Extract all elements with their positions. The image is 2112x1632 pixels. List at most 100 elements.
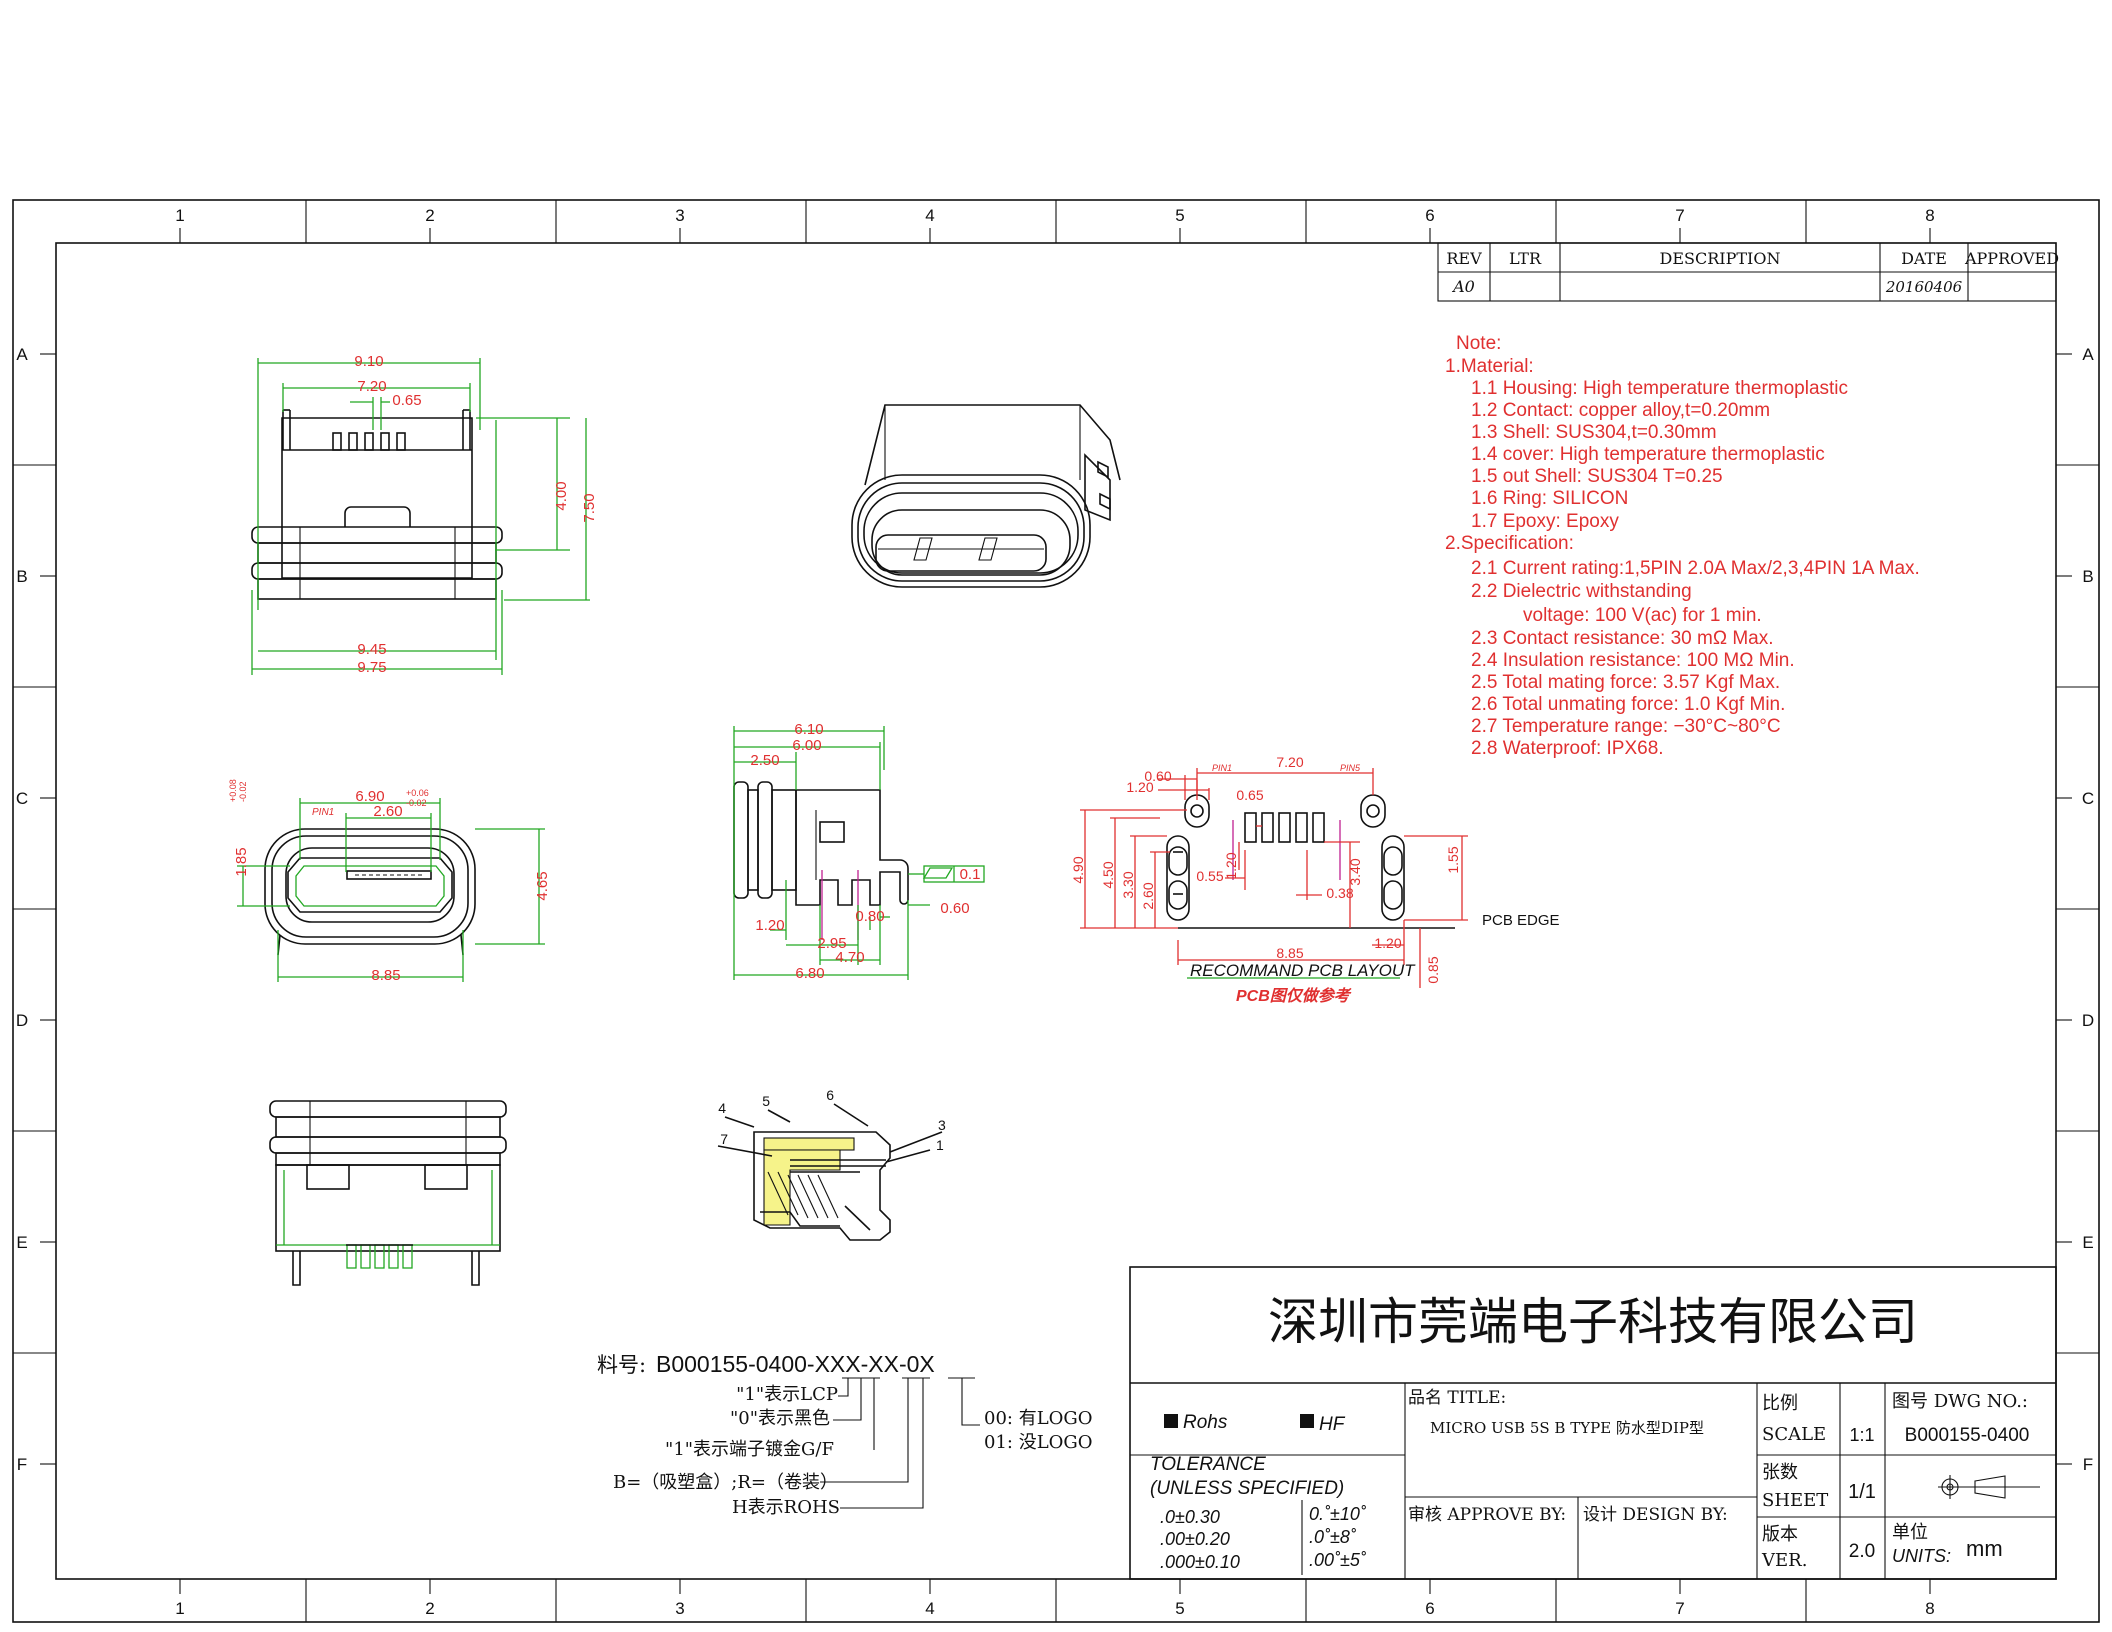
logo-01-note: 01: 没LOGO: [984, 1432, 1093, 1453]
col-label: 4: [925, 206, 934, 225]
row-label: E: [16, 1233, 27, 1252]
company-name: 深圳市莞端电子科技有限公司: [1268, 1293, 1918, 1351]
note-line: 2.1 Current rating:1,5PIN 2.0A Max/2,3,4…: [1471, 558, 1920, 579]
dim-label: 1.20: [1223, 852, 1239, 879]
dim-label: 6.00: [792, 737, 821, 754]
col-label: 3: [675, 206, 684, 225]
pack-note: B=（吸塑盒）;R=（卷装）: [613, 1472, 838, 1493]
dim-label: 0.65: [392, 392, 421, 409]
note-line: 2.5 Total mating force: 3.57 Kgf Max.: [1471, 672, 1780, 693]
dim-label: 0.38: [1326, 885, 1353, 901]
dwg-no-label: 图号 DWG NO.:: [1892, 1391, 2028, 1412]
part-number-prefix: 料号:: [597, 1353, 646, 1377]
row-label: A: [16, 345, 28, 364]
hf-checkbox: [1300, 1414, 1314, 1428]
description-header: DESCRIPTION: [1660, 249, 1781, 268]
black-note: "0"表示黑色: [730, 1408, 830, 1429]
note-line: 2.4 Insulation resistance: 100 MΩ Min.: [1471, 650, 1795, 671]
dim-label: 7.20: [1276, 754, 1303, 770]
note-line: 2.8 Waterproof: IPX68.: [1471, 738, 1664, 759]
projection-symbol-icon: [1938, 1475, 2040, 1499]
dwg-no-value: B000155-0400: [1905, 1425, 2030, 1446]
sheet-label: SHEET: [1762, 1490, 1828, 1511]
section-view: 4 5 6 7 3 1: [717, 1087, 946, 1241]
pcb-layout-note: PCB图仅做参考: [1236, 987, 1352, 1005]
dim-label: 2.50: [750, 752, 779, 769]
angle-tolerance-1: 0.˚±10˚: [1309, 1504, 1367, 1524]
scale-label: SCALE: [1762, 1424, 1826, 1445]
col-label: 5: [1175, 1599, 1184, 1618]
lcp-note: "1"表示LCP: [736, 1384, 838, 1405]
rev-value: A0: [1451, 277, 1475, 296]
note-line: 2.3 Contact resistance: 30 mΩ Max.: [1471, 628, 1774, 649]
pin5-label: PIN5: [1340, 763, 1361, 773]
row-label: D: [16, 1011, 28, 1030]
date-value: 20160406: [1885, 278, 1963, 296]
col-label: 6: [1425, 206, 1434, 225]
flatness-value: 0.1: [960, 866, 981, 883]
note-line: 1.2 Contact: copper alloy,t=0.20mm: [1471, 400, 1770, 421]
tol-upper: +0.06: [406, 788, 429, 798]
notes-block: Note: 1.Material: 1.1 Housing: High temp…: [1445, 333, 1920, 759]
note-line: 1.7 Epoxy: Epoxy: [1471, 511, 1619, 532]
tolerance-label: TOLERANCE: [1150, 1454, 1266, 1475]
col-label: 1: [175, 1599, 184, 1618]
row-label: B: [16, 567, 27, 586]
callout-1: 1: [936, 1137, 944, 1153]
dim-label: 0.60: [940, 900, 969, 917]
ltr-header: LTR: [1509, 249, 1542, 268]
row-label: E: [2082, 1233, 2093, 1252]
row-label: B: [2082, 567, 2093, 586]
pcb-layout: 0.60 1.20 7.20 PIN1 PIN5 0.65 0.55 1.20 …: [1070, 754, 1560, 1005]
sheet-value: 1/1: [1848, 1481, 1876, 1503]
tol-lower: -0.02: [238, 781, 248, 802]
title-label: 品名 TITLE:: [1408, 1388, 1506, 1408]
rohs-note: H表示ROHS: [732, 1497, 840, 1518]
units-label: UNITS:: [1892, 1546, 1951, 1566]
dim-label: 3.40: [1347, 858, 1363, 885]
dim-label: 3.30: [1120, 871, 1136, 898]
rohs-label: Rohs: [1183, 1412, 1228, 1433]
dim-label: 7.50: [581, 493, 598, 522]
callout-6: 6: [826, 1087, 834, 1103]
dim-label: 0.55: [1196, 868, 1223, 884]
bottom-view: [269, 1100, 507, 1286]
dim-label: 2.60: [1140, 882, 1156, 909]
tol-upper: +0.08: [228, 779, 238, 802]
dim-label: 0.80: [855, 908, 884, 925]
col-label: 2: [425, 206, 434, 225]
logo-00-note: 00: 有LOGO: [984, 1408, 1093, 1429]
row-label: C: [2082, 789, 2094, 808]
dim-label: 2.60: [373, 803, 402, 820]
approved-header: APPROVED: [1964, 249, 2059, 268]
part-number-coding: 料号: B000155-0400-XXX-XX-0X "1"表示LCP "0"表…: [597, 1351, 1093, 1518]
pcb-edge-label: PCB EDGE: [1482, 912, 1560, 929]
note-line: voltage: 100 V(ac) for 1 min.: [1523, 605, 1762, 626]
version-label-cn: 版本: [1762, 1524, 1798, 1545]
col-label: 5: [1175, 206, 1184, 225]
note-line: 2.7 Temperature range: −30°C~80°C: [1471, 716, 1781, 737]
dim-label: 1.20: [1374, 935, 1401, 951]
dim-label: 0.85: [1425, 956, 1441, 983]
version-label: VER.: [1761, 1550, 1807, 1571]
note-line: 2.Specification:: [1445, 533, 1574, 554]
side-view: 6.10 6.00 2.50 1.20 0.80 0.60 2.95 4.70 …: [733, 721, 985, 982]
note-line: 1.3 Shell: SUS304,t=0.30mm: [1471, 422, 1717, 443]
dim-label: 2.95: [817, 935, 846, 952]
dim-label: 7.20: [357, 378, 386, 395]
scale-label-cn: 比例: [1762, 1393, 1798, 1414]
dim-label: 1.20: [1126, 779, 1153, 795]
revision-table: REV LTR DESCRIPTION DATE APPROVED A0 201…: [1437, 242, 2059, 302]
note-line: 1.Material:: [1445, 356, 1534, 377]
col-label: 4: [925, 1599, 934, 1618]
angle-tolerance-2: .0˚±8˚: [1309, 1527, 1357, 1547]
callout-4: 4: [718, 1100, 726, 1116]
col-label: 8: [1925, 1599, 1934, 1618]
dim-label: 0.65: [1236, 787, 1263, 803]
front-view: 6.90 +0.06 -0.02 2.60 PIN1 1.85 +0.08 -0…: [228, 779, 551, 984]
dim-label: 4.90: [1070, 856, 1086, 883]
tolerance-2: .00±0.20: [1160, 1529, 1230, 1549]
note-line: 2.6 Total unmating force: 1.0 Kgf Min.: [1471, 694, 1785, 715]
notes-title: Note:: [1456, 333, 1501, 354]
